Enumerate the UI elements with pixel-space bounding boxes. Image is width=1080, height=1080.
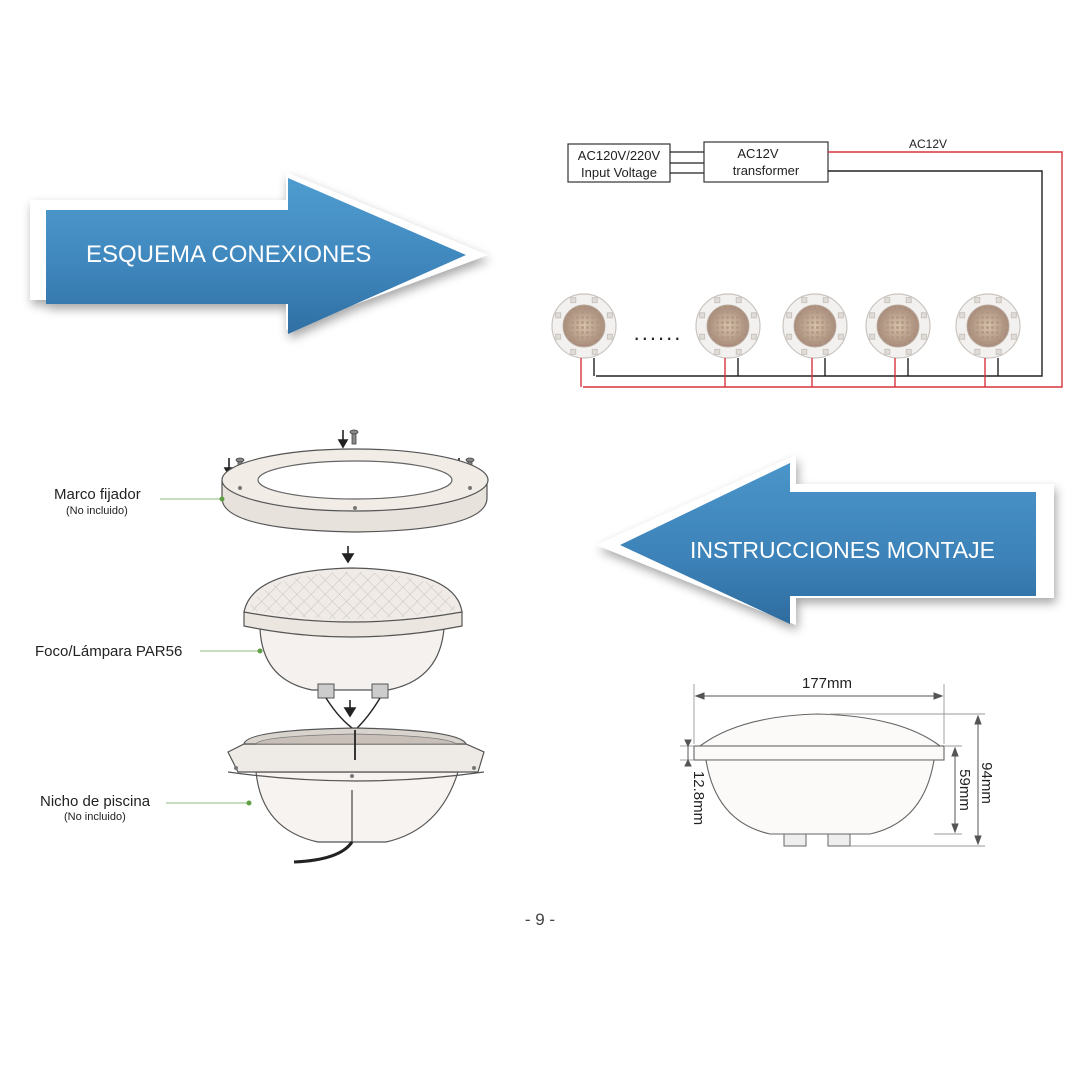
leader-dot — [219, 496, 225, 502]
led-lamp — [865, 293, 931, 387]
output-voltage-label: AC12V — [909, 137, 947, 151]
input-voltage-line2: Input Voltage — [581, 165, 657, 180]
dimension-drawing: 177mm 94mm 59mm 12.8mm — [680, 675, 995, 847]
assembly-illustration — [160, 429, 489, 864]
input-voltage-box — [567, 143, 671, 183]
led-lamp — [695, 293, 761, 387]
wiring-diagram: AC120V/220V Input Voltage AC12V transfor… — [551, 137, 1063, 388]
transformer-line2: transformer — [733, 163, 800, 178]
leader-dot — [257, 648, 263, 654]
dimension-total-height: 94mm — [978, 762, 995, 804]
part-note-fixing-frame: (No incluido) — [66, 505, 128, 517]
part-label-lamp: Foco/Lámpara PAR56 — [35, 643, 183, 660]
mounting-banner-arrow — [596, 455, 1054, 625]
down-arrow — [341, 546, 355, 564]
dimension-rim-height: 12.8mm — [690, 771, 707, 825]
led-lamp — [955, 293, 1021, 387]
leader-dot — [246, 800, 252, 806]
transformer-line1: AC12V — [737, 146, 779, 161]
dimension-width: 177mm — [802, 675, 852, 692]
par56-lamp — [243, 567, 463, 731]
down-arrow — [343, 700, 357, 718]
more-lamps-ellipsis: ...... — [634, 320, 683, 345]
input-voltage-line1: AC120V/220V — [578, 148, 661, 163]
part-label-pool-niche: Nicho de piscina — [40, 793, 151, 810]
dimension-body-height: 59mm — [956, 769, 973, 811]
led-lamp — [782, 293, 848, 387]
page-number: - 9 - — [524, 910, 556, 929]
transformer-box — [703, 141, 829, 183]
pool-niche — [227, 727, 485, 864]
live-wire — [583, 151, 1063, 388]
part-label-fixing-frame: Marco fijador — [54, 486, 141, 503]
neutral-wire — [596, 170, 1043, 377]
wiring-banner-arrow — [30, 172, 488, 334]
fixing-ring — [221, 448, 489, 533]
lamp-chain — [551, 293, 1021, 387]
part-note-pool-niche: (No incluido) — [64, 811, 126, 823]
mounting-banner-title: INSTRUCCIONES MONTAJE — [690, 537, 995, 563]
wiring-banner-title: ESQUEMA CONEXIONES — [86, 241, 371, 268]
led-lamp — [551, 293, 617, 387]
